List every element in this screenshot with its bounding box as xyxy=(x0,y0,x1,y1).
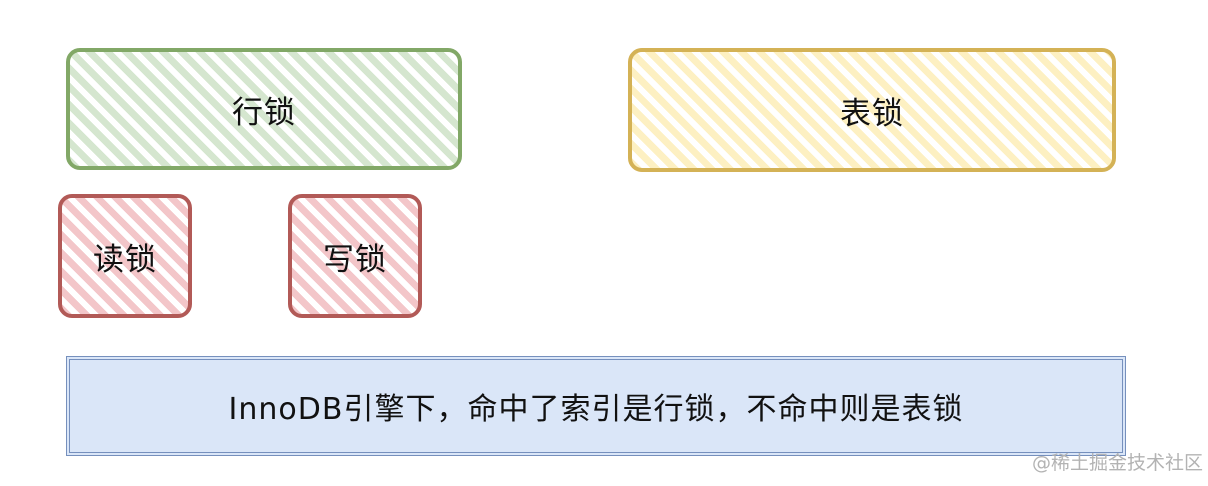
write-lock-box: 写锁 xyxy=(288,194,422,318)
write-lock-label: 写锁 xyxy=(323,241,387,278)
read-lock-box: 读锁 xyxy=(58,194,192,318)
innodb-note-text: InnoDB引擎下，命中了索引是行锁，不命中则是表锁 xyxy=(228,392,964,427)
watermark: @稀土掘金技术社区 xyxy=(1032,452,1204,474)
read-lock-label: 读锁 xyxy=(93,241,157,278)
innodb-note-box: InnoDB引擎下，命中了索引是行锁，不命中则是表锁 xyxy=(66,356,1126,456)
row-lock-label: 行锁 xyxy=(232,94,296,131)
table-lock-box: 表锁 xyxy=(628,48,1116,172)
row-lock-box: 行锁 xyxy=(66,48,462,170)
table-lock-label: 表锁 xyxy=(840,95,904,132)
